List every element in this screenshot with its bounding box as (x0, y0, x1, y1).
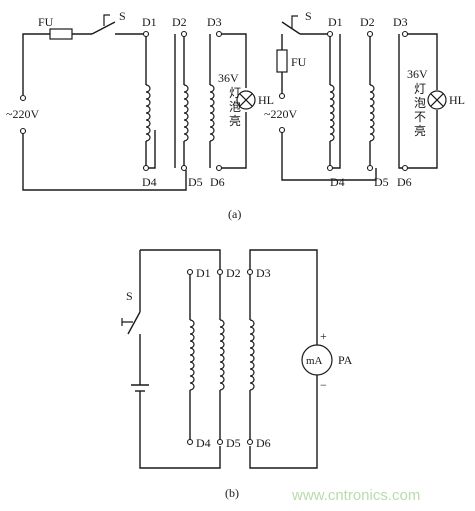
a-left-fuse-label: FU (38, 15, 54, 29)
a-right-coil-2 (369, 84, 375, 142)
a-left-winding-d1-d4 (145, 34, 156, 169)
b-meter-minus: − (320, 378, 327, 392)
caption-a: (a) (228, 207, 241, 221)
watermark: www.cntronics.com (291, 487, 420, 504)
a-right-winding-d3-d6 (398, 33, 438, 169)
a-right-source-terminal-top (278, 92, 286, 100)
a-left-terminal-d5 (180, 164, 188, 172)
a-left-lamp-icon (236, 90, 256, 110)
a-left-switch (91, 14, 116, 35)
b-switch (121, 311, 141, 335)
a-left-lamp-status-3: 亮 (229, 113, 241, 128)
a-right-terminal-d3 (401, 30, 409, 38)
a-right-label-d2: D2 (360, 15, 375, 29)
a-right-terminal-d6 (401, 164, 409, 172)
b-meter-plus: + (320, 329, 327, 343)
b-switch-label: S (126, 289, 133, 303)
a-left-label-d6: D6 (210, 175, 225, 189)
b-wire-left-lower (139, 391, 221, 469)
a-left-coil-3 (209, 84, 215, 142)
b-coil-1 (189, 319, 195, 391)
a-right-label-d5: D5 (374, 175, 389, 189)
a-right-coil-1 (329, 84, 335, 142)
b-terminal-d5 (216, 438, 224, 446)
a-right-label-d4: D4 (330, 175, 345, 189)
b-meter-wire-bottom (249, 375, 318, 469)
a-left-source-terminal-bottom (19, 127, 27, 135)
a-right-terminal-d5 (366, 164, 374, 172)
b-label-d3: D3 (256, 266, 271, 280)
a-left-label-d1: D1 (142, 15, 157, 29)
a-left-lamp-status-2: 泡 (229, 100, 241, 114)
a-right-winding-d1-d4 (329, 34, 341, 169)
a-right-label-d6: D6 (397, 175, 412, 189)
a-left-terminal-d6 (215, 164, 223, 172)
b-milliammeter (301, 344, 333, 376)
a-right-fuse (276, 49, 288, 73)
a-left-winding-d3-d6 (209, 33, 247, 169)
a-left-label-d4: D4 (142, 175, 157, 189)
a-right-label-d3: D3 (393, 15, 408, 29)
a-right-terminal-d1 (326, 30, 334, 38)
a-right-wire-return (281, 132, 377, 181)
a-left-source-label: ~220V (6, 107, 39, 121)
a-right-switch (281, 15, 301, 35)
a-left-terminal-d4 (142, 164, 150, 172)
a-left-lamp-status-1: 灯 (229, 86, 241, 100)
b-wire-top-left (140, 249, 221, 272)
b-label-d6: D6 (256, 436, 271, 450)
b-terminal-d1 (186, 268, 194, 276)
a-right-lamp-status-3: 不 (414, 110, 426, 124)
a-right-terminal-d2 (366, 30, 374, 38)
b-battery (131, 384, 149, 392)
a-right-switch-label: S (305, 9, 312, 23)
a-left-fuse (49, 28, 73, 40)
a-left-lamp-label: HL (258, 93, 274, 107)
a-right-lamp-status-4: 亮 (414, 123, 426, 138)
a-left-label-d5: D5 (188, 175, 203, 189)
a-right-lamp-status-2: 泡 (414, 96, 426, 110)
a-left-terminal-d2 (180, 30, 188, 38)
diagram-a-right: S FU ~220V D1 D2 D3 D4 D5 D6 36V 灯 泡 不 亮… (264, 9, 465, 189)
caption-b: (b) (225, 486, 239, 500)
a-right-lamp-icon (427, 90, 447, 110)
a-left-coil-1 (145, 84, 151, 142)
a-right-source-terminal-bottom (278, 126, 286, 134)
b-meter-wire-top (249, 249, 318, 345)
b-label-d5: D5 (226, 436, 241, 450)
a-left-source-wire-top (22, 33, 50, 95)
a-left-winding-d2-d5 (174, 34, 185, 168)
a-left-coil-2 (183, 84, 189, 142)
diagram-a-left: FU S ~220V D1 D2 D3 D4 D5 D6 36V 灯 泡 亮 H… (6, 9, 274, 191)
a-left-switch-label: S (119, 9, 126, 23)
b-meter-symbol: mA (306, 355, 323, 367)
a-right-terminal-d4 (326, 164, 334, 172)
a-right-lamp-status-1: 灯 (414, 82, 426, 96)
a-right-fuse-label: FU (291, 55, 307, 69)
b-terminal-d3 (246, 268, 254, 276)
a-left-terminal-d3 (215, 30, 223, 38)
b-terminal-d6 (246, 438, 254, 446)
b-terminal-d2 (216, 268, 224, 276)
b-terminal-d4 (186, 438, 194, 446)
b-meter-label: PA (338, 353, 353, 367)
a-left-lamp-voltage: 36V (218, 71, 239, 85)
a-left-terminal-d1 (142, 30, 150, 38)
b-coil-3 (249, 319, 255, 391)
b-label-d2: D2 (226, 266, 241, 280)
b-label-d4: D4 (196, 436, 211, 450)
a-left-source-terminal-top (19, 94, 27, 102)
diagram-b: S D1 D2 D3 D4 D5 D6 mA PA + − (121, 249, 353, 469)
a-right-label-d1: D1 (328, 15, 343, 29)
a-left-label-d3: D3 (207, 15, 222, 29)
b-coil-2 (219, 319, 225, 391)
a-left-wire-return (22, 132, 187, 191)
a-left-label-d2: D2 (172, 15, 187, 29)
a-right-source-label: ~220V (264, 107, 297, 121)
a-right-lamp-voltage: 36V (407, 67, 428, 81)
b-label-d1: D1 (196, 266, 211, 280)
a-right-lamp-label: HL (449, 93, 465, 107)
